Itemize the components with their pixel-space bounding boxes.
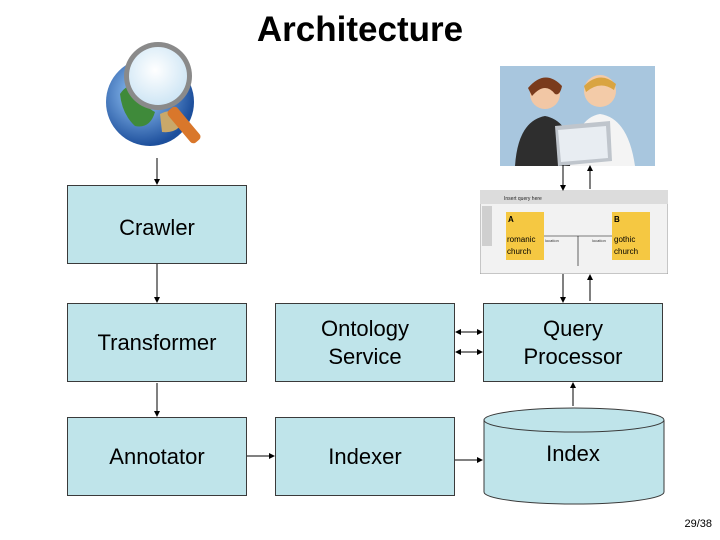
cell-a2: church xyxy=(507,247,531,256)
query-field-text: Insert query here xyxy=(504,196,542,202)
query-interface-screenshot: Insert query here A B romanic church got… xyxy=(480,190,668,274)
crawler-label: Crawler xyxy=(119,215,195,240)
query-label-line1: Query xyxy=(543,315,603,341)
indexer-box: Indexer xyxy=(275,417,455,496)
index-database-cylinder xyxy=(483,407,665,505)
query-label-line2: Processor xyxy=(523,343,623,369)
ontology-label-line2: Service xyxy=(328,343,402,369)
column-a-label: A xyxy=(508,215,514,224)
transformer-label: Transformer xyxy=(97,329,217,355)
crawler-box: Crawler xyxy=(67,185,247,264)
globe-magnifier-icon xyxy=(106,42,201,146)
page-number: 29/38 xyxy=(684,518,712,530)
relation-label-a: location xyxy=(545,238,559,243)
ontology-label-line1: Ontology xyxy=(320,315,410,341)
slide-title: Architecture xyxy=(256,10,464,49)
annotator-box: Annotator xyxy=(67,417,247,496)
cell-a1: romanic xyxy=(507,235,535,244)
ontology-service-box: Ontology Service xyxy=(275,303,455,382)
query-processor-box: Query Processor xyxy=(483,303,663,382)
index-label: Index xyxy=(546,441,600,466)
annotator-label: Annotator xyxy=(109,443,205,469)
cell-b2: church xyxy=(614,247,638,256)
relation-label-b: location xyxy=(592,238,606,243)
transformer-box: Transformer xyxy=(67,303,247,382)
indexer-label: Indexer xyxy=(328,443,402,469)
users-at-laptop-image xyxy=(500,66,655,166)
cell-b1: gothic xyxy=(614,235,635,244)
column-b-label: B xyxy=(614,215,620,224)
